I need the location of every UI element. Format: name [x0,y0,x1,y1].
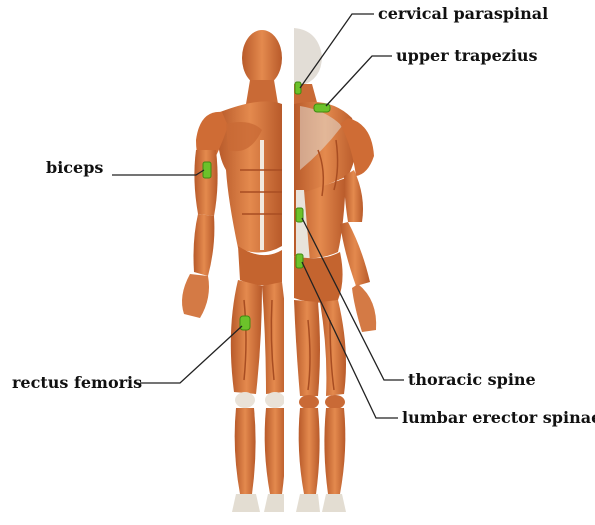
front-body [182,30,292,512]
front-left-shin [235,408,256,494]
back-left-calf [299,408,320,494]
back-left-knee [299,395,319,409]
front-right-knee [265,392,285,408]
front-neck [246,80,278,104]
front-left-foot [232,494,260,512]
label-rectus-femoris: rectus femoris [12,375,142,391]
front-right-shin [265,408,286,494]
leader-upper-trapezius [326,56,392,106]
electrode-thoracic-spine [296,208,303,222]
label-thoracic-spine: thoracic spine [408,372,536,388]
leader-biceps [112,170,204,175]
center-divider [284,20,292,520]
back-upper-arm [344,170,363,222]
back-left-foot [296,494,320,512]
label-upper-trapezius: upper trapezius [396,48,538,64]
front-hand [182,274,209,318]
back-right-foot [322,494,346,512]
back-left-thigh [294,300,320,396]
back-right-knee [325,395,345,409]
front-forearm [194,214,215,276]
back-forearm [340,222,370,286]
front-upper-arm [194,150,217,216]
label-cervical-paraspinal: cervical paraspinal [378,6,548,22]
front-left-knee [235,392,255,408]
label-biceps: biceps [46,160,103,176]
leader-rectus-femoris [140,326,242,383]
front-head [242,30,282,86]
label-lumbar-erector-spinae: lumbar erector spinae [402,410,595,426]
electrode-biceps [203,162,211,178]
electrode-lumbar-erector-spinae [296,254,303,268]
electrode-rectus-femoris [240,316,250,330]
back-right-calf [324,408,345,494]
